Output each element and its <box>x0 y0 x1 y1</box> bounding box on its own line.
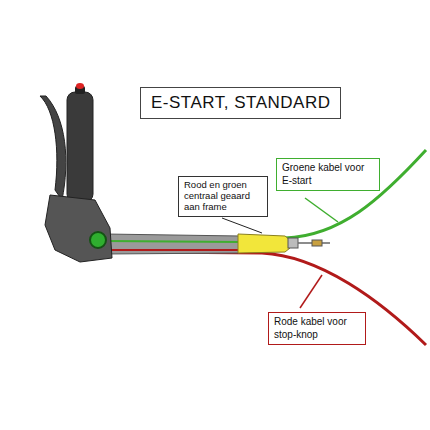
red-wire <box>105 249 240 251</box>
callout-box: Rood en groen centraal geaard aan frame <box>178 176 268 217</box>
grip <box>67 92 93 202</box>
green-cable <box>150 150 426 238</box>
ground-connector <box>288 238 298 248</box>
callout-text: Rode kabel voor stop-knop <box>274 316 360 341</box>
callout-text: Rood en groen centraal geaard aan frame <box>184 180 262 213</box>
stop-button <box>76 83 84 89</box>
leader-line <box>300 275 322 308</box>
callout-text: Groene kabel voor E-start <box>282 162 374 187</box>
e-start-button <box>90 232 106 248</box>
title-box: E-START, STANDARD <box>140 87 341 119</box>
leader-line <box>305 198 338 222</box>
green-wire <box>105 241 240 242</box>
callout-box: Groene kabel voor E-start <box>276 158 380 191</box>
cable-conduit <box>105 234 240 254</box>
yellow-sleeve <box>238 234 290 253</box>
switch-housing <box>45 195 112 262</box>
brake-lever <box>40 96 66 200</box>
ground-lug <box>312 240 322 246</box>
leader-line <box>222 218 262 233</box>
callout-box: Rode kabel voor stop-knop <box>268 312 366 345</box>
red-cable <box>150 252 426 345</box>
